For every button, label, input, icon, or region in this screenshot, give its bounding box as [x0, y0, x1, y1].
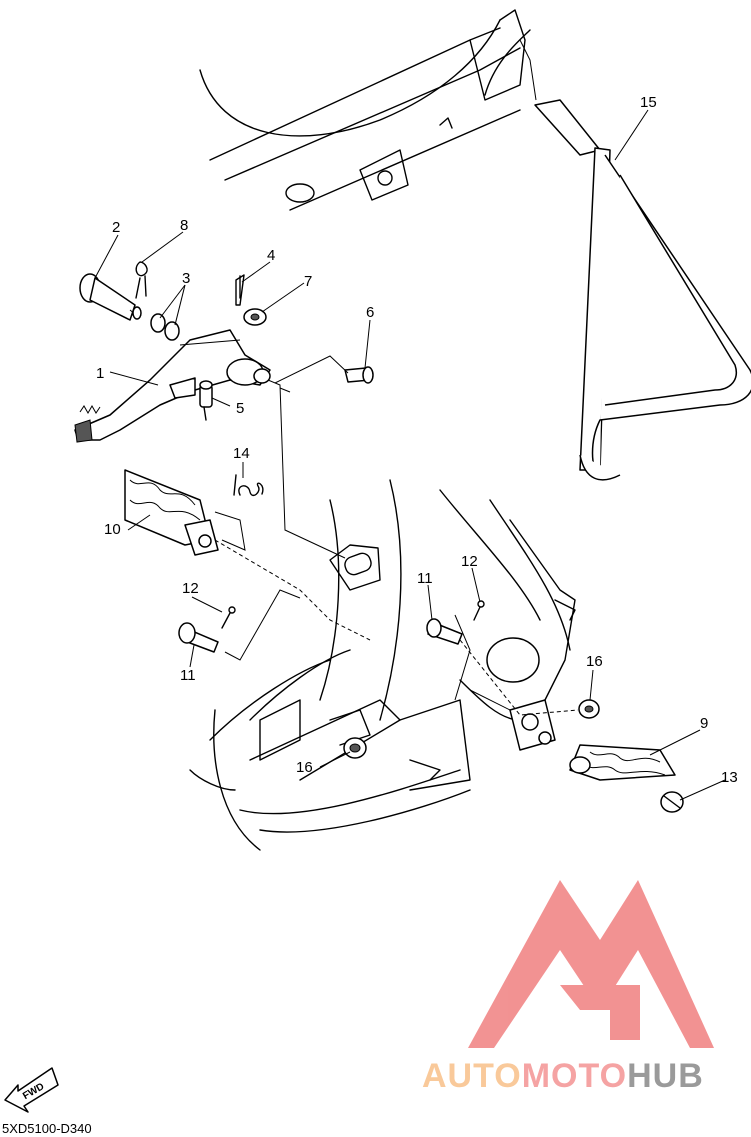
cotter-pin-part-4[interactable]	[235, 274, 245, 306]
callout-13: 13	[721, 769, 738, 786]
callout-14: 14	[233, 445, 250, 462]
callout-7: 7	[304, 273, 312, 290]
adjuster-part-5[interactable]	[199, 380, 213, 421]
callout-2: 2	[112, 219, 120, 236]
fwd-arrow: FWD	[4, 1067, 59, 1113]
spring-part-14[interactable]	[233, 474, 264, 496]
diagram-code: 5XD5100-D340	[2, 1121, 92, 1136]
watermark-logo	[468, 880, 714, 1048]
leader-lines	[94, 39, 726, 801]
washer-part-7[interactable]	[243, 308, 267, 326]
pin-part-6[interactable]	[344, 366, 374, 384]
pivot-shaft-part-2[interactable]	[79, 273, 142, 321]
callout-5: 5	[236, 400, 244, 417]
cotter-pin-part-12-right[interactable]	[473, 600, 485, 621]
side-stand-part-15[interactable]	[534, 99, 751, 481]
callout-12-left: 12	[182, 580, 199, 597]
bolt-part-11-left[interactable]	[178, 622, 219, 653]
brake-pedal-part-1[interactable]	[74, 329, 271, 443]
cotter-pin-part-12-left[interactable]	[221, 606, 236, 629]
callout-9: 9	[700, 715, 708, 732]
o-ring-part-3[interactable]	[150, 313, 180, 341]
watermark-text: AUTOMOTOHUB	[422, 1057, 704, 1095]
clip-part-8[interactable]	[135, 261, 148, 299]
footrest-right-part-9[interactable]	[569, 744, 676, 781]
footrest-left-part-10[interactable]	[124, 469, 219, 556]
callout-4: 4	[267, 247, 275, 264]
callout-8: 8	[180, 217, 188, 234]
collar-part-16-right[interactable]	[578, 699, 600, 719]
watermark-auto: AUTO	[422, 1057, 522, 1095]
frame-outline	[189, 9, 576, 851]
callout-3: 3	[182, 270, 190, 287]
callout-16-right: 16	[586, 653, 603, 670]
callout-15: 15	[640, 94, 657, 111]
bolt-part-11-right[interactable]	[426, 618, 463, 645]
footrest-bracket	[509, 699, 556, 751]
callout-11-right: 11	[417, 570, 433, 587]
callout-labels: 2 8 3 4 7 6 1 5 14 10 12 11 11 12 16 16 …	[96, 94, 738, 786]
watermark-moto: MOTO	[522, 1057, 627, 1095]
clip-part-13[interactable]	[660, 791, 684, 813]
callout-11-left: 11	[180, 667, 196, 684]
callout-10: 10	[104, 521, 121, 538]
callout-16-lower: 16	[296, 759, 313, 776]
collar-part-16-lower[interactable]	[343, 737, 367, 759]
callout-12-right: 12	[461, 553, 478, 570]
callout-1: 1	[96, 365, 104, 382]
callout-6: 6	[366, 304, 374, 321]
watermark-hub: HUB	[627, 1057, 704, 1095]
